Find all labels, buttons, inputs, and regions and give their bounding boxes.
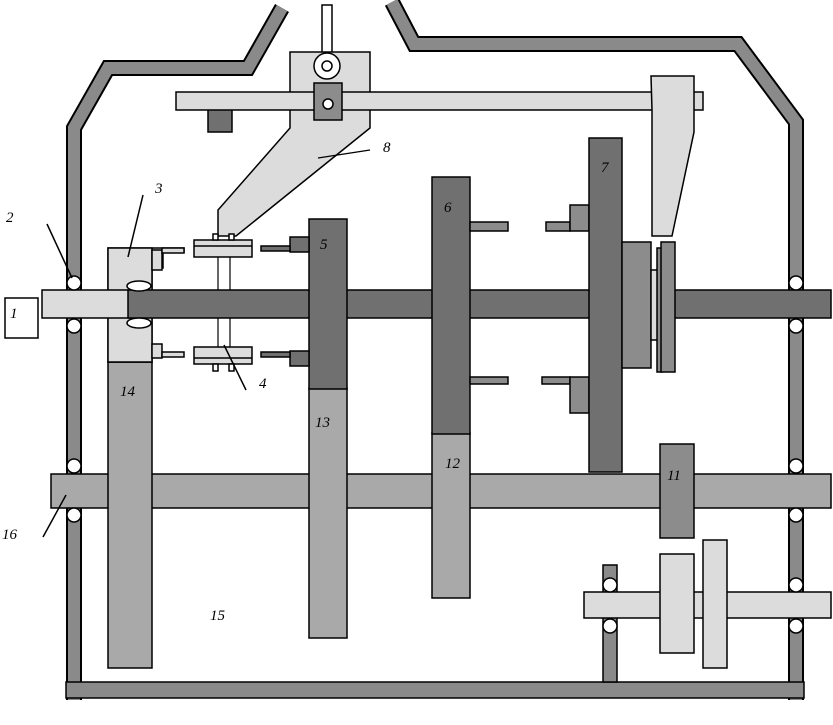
bearing-16-left-top bbox=[66, 458, 82, 474]
label-8: 8 bbox=[383, 140, 391, 156]
input-box-1 bbox=[4, 297, 39, 339]
hub-3-bottom-spline bbox=[161, 351, 185, 358]
label-16: 16 bbox=[2, 527, 18, 543]
fork-body bbox=[217, 51, 371, 237]
synchro-lower-pin-2 bbox=[228, 363, 235, 372]
bearing-output-right-top bbox=[788, 577, 804, 593]
gear-7-lower-hub bbox=[569, 376, 590, 414]
bearing-right-16-top bbox=[788, 458, 804, 474]
synchro-lower-pin bbox=[212, 363, 219, 372]
bearing-right-main-bottom bbox=[788, 318, 804, 334]
leader-8 bbox=[317, 149, 371, 159]
gear-7 bbox=[588, 137, 623, 473]
right-fork bbox=[650, 75, 695, 237]
output-gear-left bbox=[659, 553, 695, 654]
input-shaft bbox=[41, 289, 131, 319]
bearing-right-16-bottom bbox=[788, 507, 804, 523]
gear-6-lower-tab bbox=[469, 376, 509, 385]
bearing-output-left-top bbox=[602, 577, 618, 593]
fork-rod bbox=[321, 4, 333, 58]
bearing-right-main-top bbox=[788, 275, 804, 291]
gear-11 bbox=[659, 443, 695, 539]
label-11: 11 bbox=[667, 468, 681, 484]
hub-3-top-spline bbox=[161, 247, 185, 254]
hub-3-bottom-tooth bbox=[151, 343, 163, 359]
gear-5-upper-tab bbox=[260, 245, 291, 252]
bearing-16-left-bottom bbox=[66, 507, 82, 523]
leader-lines bbox=[42, 194, 247, 538]
gear-6-12 bbox=[431, 176, 509, 599]
label-3: 3 bbox=[154, 181, 163, 197]
gear-14 bbox=[107, 361, 153, 669]
label-1: 1 bbox=[10, 306, 18, 322]
synchro-upper-ring bbox=[193, 239, 253, 258]
synchro-upper-pin bbox=[212, 233, 219, 241]
shaft-coupling-bottom bbox=[126, 317, 152, 329]
gear-5 bbox=[308, 218, 348, 390]
label-5: 5 bbox=[320, 237, 328, 253]
bearing-output-left-bottom bbox=[602, 618, 618, 634]
gear-6-upper-tab bbox=[469, 221, 509, 232]
synchro-4 bbox=[193, 233, 253, 372]
shift-fork-8: 8 bbox=[175, 4, 704, 237]
synchro-upper-pin-2 bbox=[228, 233, 235, 241]
leader-4 bbox=[223, 344, 247, 391]
label-12: 12 bbox=[445, 456, 461, 472]
labels: 1 2 3 4 5 6 7 11 12 13 14 15 16 bbox=[2, 160, 681, 624]
gear-5-lower-tab bbox=[260, 351, 291, 358]
main-shaft bbox=[127, 289, 832, 319]
output-gear-right bbox=[702, 539, 728, 669]
bearing-output-right-bottom bbox=[788, 618, 804, 634]
gear-7-upper-hub bbox=[569, 204, 590, 232]
bearing-2-top bbox=[66, 275, 82, 291]
gear-6 bbox=[431, 176, 471, 435]
label-2: 2 bbox=[6, 210, 14, 226]
label-4: 4 bbox=[259, 376, 267, 392]
fork-pivot-hole bbox=[321, 60, 333, 72]
selector-rail bbox=[175, 91, 704, 111]
label-6: 6 bbox=[444, 200, 452, 216]
gear-5-lower-hub bbox=[289, 350, 310, 367]
bearing-2-bottom bbox=[66, 318, 82, 334]
label-7: 7 bbox=[601, 160, 610, 176]
housing-base bbox=[65, 681, 805, 699]
gear-13 bbox=[308, 387, 348, 639]
label-13: 13 bbox=[315, 415, 330, 431]
gear-7-clutch bbox=[621, 241, 652, 369]
leader-16 bbox=[42, 494, 67, 538]
gear-7-clutch-disc bbox=[660, 241, 676, 373]
gear-7-assembly bbox=[541, 137, 676, 473]
hub-3-top-tooth bbox=[151, 249, 163, 271]
shaft-coupling-top bbox=[126, 280, 152, 292]
gear-5-13 bbox=[260, 218, 348, 639]
gear-7-lower-tab bbox=[541, 376, 571, 385]
label-14: 14 bbox=[120, 384, 136, 400]
leader-2 bbox=[46, 223, 73, 279]
output-shaft bbox=[583, 539, 832, 669]
gear-7-upper-tab bbox=[545, 221, 571, 232]
rail-block-hole bbox=[322, 98, 334, 110]
bearings bbox=[66, 275, 804, 634]
gear-5-upper-hub bbox=[289, 236, 310, 253]
label-15: 15 bbox=[210, 608, 226, 624]
leader-3 bbox=[127, 194, 144, 258]
synchro-lower-ring bbox=[193, 346, 253, 365]
